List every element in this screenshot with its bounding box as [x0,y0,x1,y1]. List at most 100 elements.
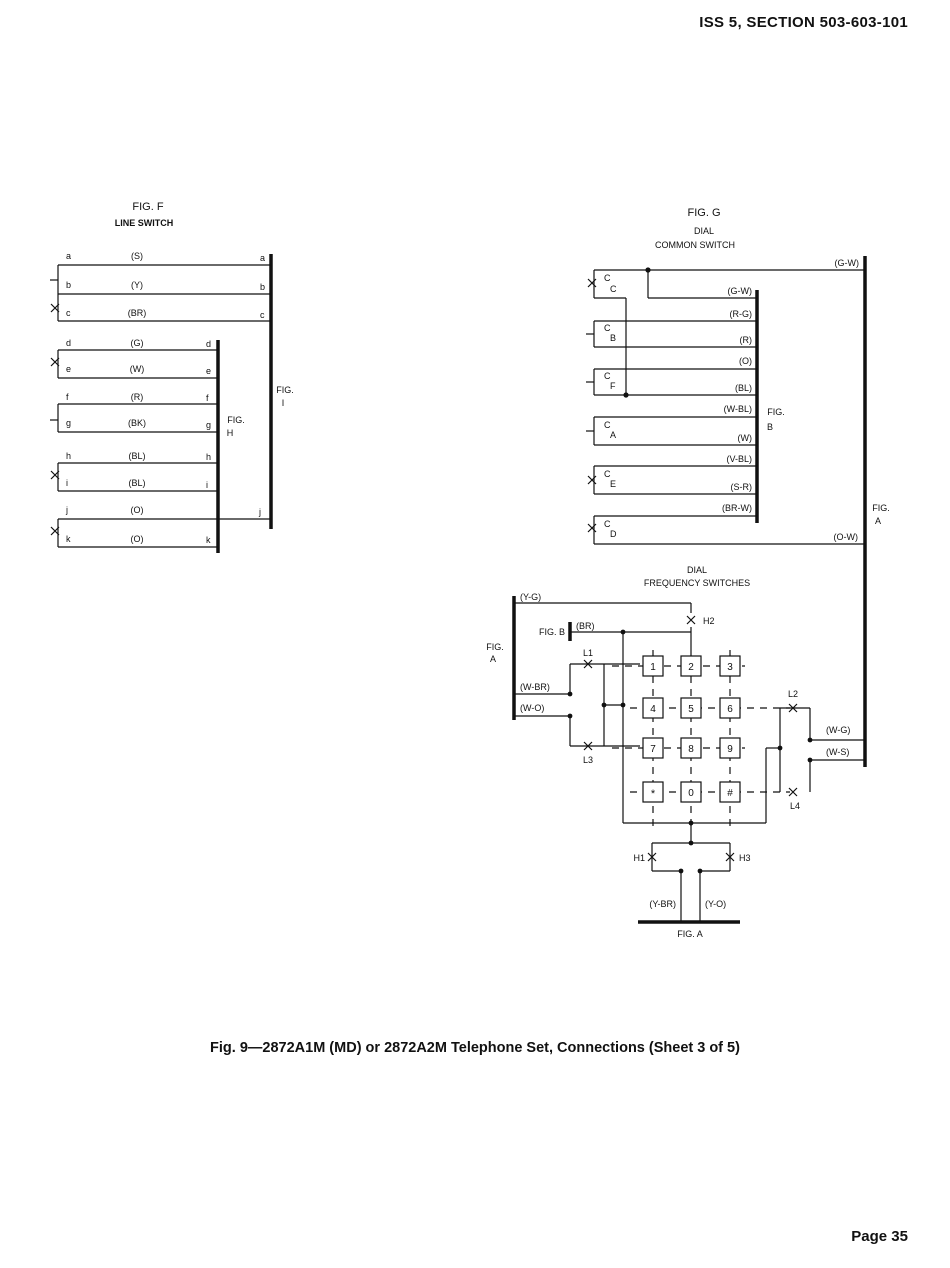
row-h-color: (BL) [128,451,145,461]
row-c-left: c [66,308,71,318]
make-mark-ce [587,475,597,485]
label-y-br: (Y-BR) [649,899,676,909]
key-7: 7 [642,737,664,759]
label-w-o: (W-O) [520,703,544,713]
label-w-s: (W-S) [826,747,849,757]
label-o: (O) [739,356,752,366]
label-w-br: (W-BR) [520,682,550,692]
contact-ca-main: C [604,420,611,430]
contact-l4-mark [788,787,798,797]
row-f-left: f [66,392,69,402]
row-h-left: h [66,451,71,461]
label-h1: H1 [633,853,645,863]
key-3: 3 [719,655,741,677]
row-e-right: e [206,366,211,376]
row-i-left: i [66,478,68,488]
label-br: (BR) [576,621,595,631]
row-f-right: f [206,393,209,403]
fig-a-right-label-1: FIG. [872,503,890,513]
row-g-color: (BK) [128,418,146,428]
row-b-left: b [66,280,71,290]
key-6-label: 6 [727,704,733,715]
fig-g-title: FIG. G [688,207,721,219]
label-l4: L4 [790,801,800,811]
make-mark-i [50,470,60,480]
make-mark-c [50,303,60,313]
contact-cb-main: C [604,323,611,333]
make-mark-cd [587,523,597,533]
key-hash-label: # [727,788,733,799]
contact-ca-sub: A [610,430,616,440]
junction-dot [688,820,694,826]
row-a-left: a [66,251,71,261]
fig-a-bottom-label: FIG. A [677,929,703,939]
key-1: 1 [642,655,664,677]
label-r-g: (R-G) [730,309,753,319]
contact-cf-sub: F [610,381,616,391]
row-a-right: a [260,253,265,263]
label-v-bl: (V-BL) [726,454,752,464]
section-header: ISS 5, SECTION 503-603-101 [699,14,908,31]
key-5: 5 [680,697,702,719]
contact-cc-main: C [604,273,611,283]
row-g-right: g [206,420,211,430]
fig-b-label-2: B [767,422,773,432]
label-br-w: (BR-W) [722,503,752,513]
row-i-right: i [206,480,208,490]
label-bl: (BL) [735,383,752,393]
row-k-color: (O) [131,534,144,544]
contact-labels: C C C B C F C A C E C D [604,273,617,539]
key-hash: # [719,781,741,803]
label-s-r: (S-R) [731,482,753,492]
row-b-right: b [260,282,265,292]
key-8: 8 [680,737,702,759]
fig-a-right-label-2: A [875,516,881,526]
dial-frequency-switches: DIAL FREQUENCY SWITCHES FIG. A FIG. B (Y… [486,565,865,939]
keypad: 1 2 3 4 5 6 7 8 9 * 0 # [642,655,741,803]
contact-cd-main: C [604,519,611,529]
label-g-w: (G-W) [728,286,753,296]
label-y-o: (Y-O) [705,899,726,909]
label-l2: L2 [788,689,798,699]
freq-title-2: FREQUENCY SWITCHES [644,578,750,588]
fig-f-subtitle: LINE SWITCH [115,218,174,228]
key-4: 4 [642,697,664,719]
label-r: (R) [740,335,753,345]
contact-h3-mark [725,852,735,862]
junction-dot [620,702,626,708]
label-h2: H2 [703,616,715,626]
key-6: 6 [719,697,741,719]
label-g-w-top: (G-W) [835,258,860,268]
contact-cf-main: C [604,371,611,381]
label-o-w: (O-W) [834,532,859,542]
make-mark-k [50,526,60,536]
label-h3: H3 [739,853,751,863]
figure-caption: Fig. 9—2872A1M (MD) or 2872A2M Telephone… [210,1040,740,1056]
row-j-right: j [258,507,261,517]
junction-dot [807,757,813,763]
junction-dot [777,745,783,751]
contact-l1-mark [583,659,593,669]
fig-a-left-label-1: FIG. [486,642,504,652]
key-9-label: 9 [727,744,733,755]
key-2-label: 2 [688,662,694,673]
key-0: 0 [680,781,702,803]
fig-g-dial-common-switch: FIG. G DIAL COMMON SWITCH FIG. A FIG. B [586,207,890,767]
row-d-color: (G) [131,338,144,348]
contact-h2-mark [686,615,696,625]
fig-h-label-2: H [227,428,234,438]
page-number: Page 35 [851,1228,908,1245]
key-9: 9 [719,737,741,759]
key-0-label: 0 [688,788,694,799]
freq-title-1: DIAL [687,565,707,575]
make-mark-e [50,357,60,367]
row-f-color: (R) [131,392,144,402]
fig-b-ref-label: FIG. B [539,627,565,637]
make-mark-cc [587,278,597,288]
key-8-label: 8 [688,744,694,755]
row-a-color: (S) [131,251,143,261]
contact-h1-mark [647,852,657,862]
key-star: * [642,781,664,803]
contact-cc-sub: C [610,284,617,294]
